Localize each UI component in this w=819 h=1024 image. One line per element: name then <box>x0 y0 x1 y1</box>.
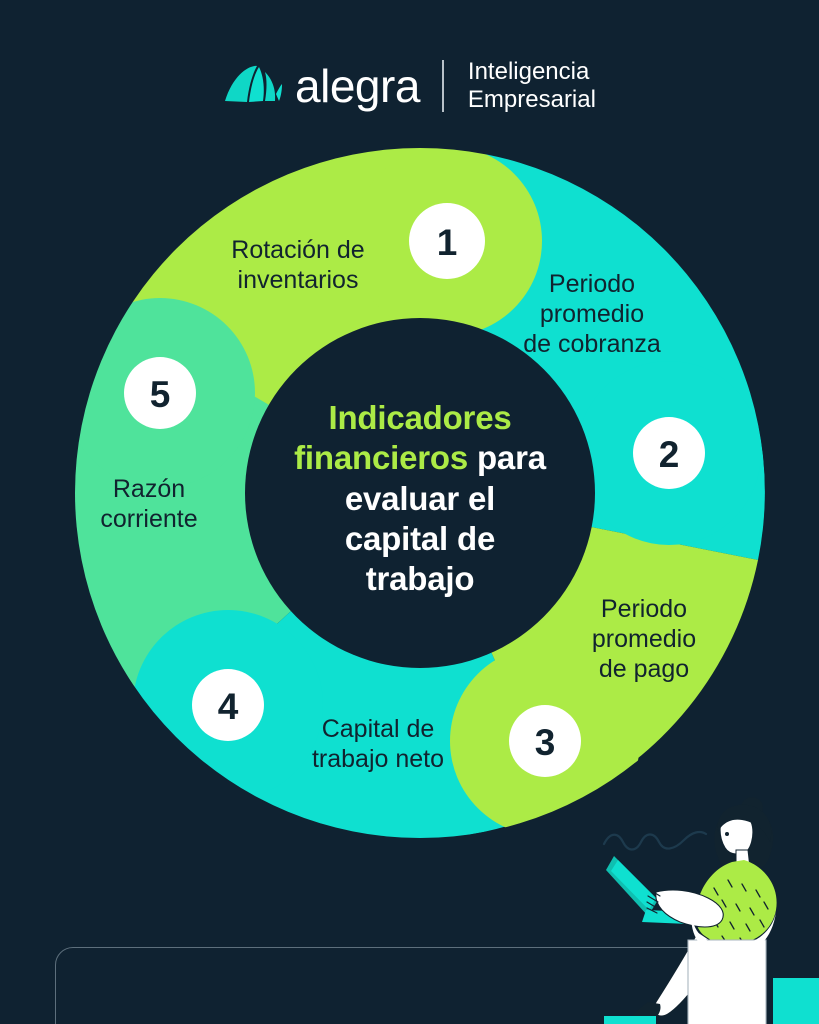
badge-3-circle[interactable] <box>509 705 581 777</box>
donut-cap-5 <box>65 298 255 488</box>
hip <box>691 908 776 957</box>
badge-2-number: 2 <box>659 434 680 475</box>
eye <box>725 832 729 836</box>
segment-2-line-3: de cobranza <box>523 330 661 358</box>
segment-5-line-1: Razón <box>113 475 185 503</box>
segment-1-line-2: inventarios <box>238 266 359 294</box>
badge-3[interactable]: 3 <box>509 705 581 777</box>
badge-5-circle[interactable] <box>124 357 196 429</box>
brand-subtitle: Inteligencia Empresarial <box>468 58 596 113</box>
segment-3-line-2: promedio <box>592 625 696 653</box>
segment-3-line-1: Periodo <box>601 595 687 623</box>
center-title-line-1: Indicadores <box>245 398 595 438</box>
badge-4-circle[interactable] <box>192 669 264 741</box>
brand-header: alegra Inteligencia Empresarial <box>0 58 819 113</box>
brand-wordmark: alegra <box>295 59 420 112</box>
donut-cap-1 <box>352 146 542 336</box>
brand-subtitle-line-1: Inteligencia <box>467 58 590 85</box>
segment-label-3: Periodo promedio de pago <box>592 595 696 683</box>
brand-divider <box>441 59 444 112</box>
alegra-fan-icon <box>225 65 283 102</box>
arm <box>655 889 724 928</box>
badge-1-circle[interactable] <box>409 203 485 279</box>
segment-label-1: Rotación de inventarios <box>231 236 364 294</box>
segment-4-line-2: trabajo neto <box>312 745 444 773</box>
badge-1[interactable]: 1 <box>409 203 485 279</box>
woman-with-laptop-illustration <box>602 797 777 1024</box>
badge-4-number: 4 <box>218 686 239 727</box>
donut-cap-4 <box>133 610 323 800</box>
segment-label-2: Periodo promedio de cobranza <box>523 270 661 358</box>
center-title-line-3: evaluar el <box>344 479 496 517</box>
badge-5[interactable]: 5 <box>124 357 196 429</box>
badge-4[interactable]: 4 <box>192 669 264 741</box>
hair-front <box>717 804 772 842</box>
segment-label-5: Razón corriente <box>100 475 197 533</box>
center-title-line-4: capital de <box>344 519 496 557</box>
center-title-accent-2: financieros <box>294 439 468 477</box>
segment-1-line-1: Rotación de <box>231 236 364 264</box>
segment-label-4: Capital de trabajo neto <box>312 715 444 773</box>
center-title-rest-1: para <box>467 439 546 477</box>
center-title-accent-1: Indicadores <box>328 399 512 436</box>
badge-2-circle[interactable] <box>633 417 705 489</box>
center-title: Indicadores financieros para evaluar el … <box>245 398 595 599</box>
laptop-screen-inner <box>611 860 656 910</box>
seat-box <box>687 939 767 1024</box>
segment-2-line-1: Periodo <box>549 270 635 298</box>
badge-3-number: 3 <box>535 722 556 763</box>
teal-accent-strip <box>604 1016 656 1024</box>
teal-accent-block <box>773 978 819 1024</box>
center-title-line-2: financieros para <box>245 438 595 478</box>
brand-subtitle-line-2: Empresarial <box>467 85 596 113</box>
hand-fingers <box>646 889 661 914</box>
squiggle-decor <box>602 830 708 851</box>
badge-5-number: 5 <box>150 374 171 415</box>
donut-cap-2 <box>577 361 761 545</box>
segment-4-line-1: Capital de <box>322 715 435 743</box>
center-title-line-5: trabajo <box>365 560 475 597</box>
segment-5-line-2: corriente <box>100 505 197 533</box>
badge-1-number: 1 <box>437 222 458 263</box>
segment-3-line-3: de pago <box>599 655 689 683</box>
segment-2-line-2: promedio <box>540 300 644 328</box>
badge-2[interactable]: 2 <box>633 417 705 489</box>
